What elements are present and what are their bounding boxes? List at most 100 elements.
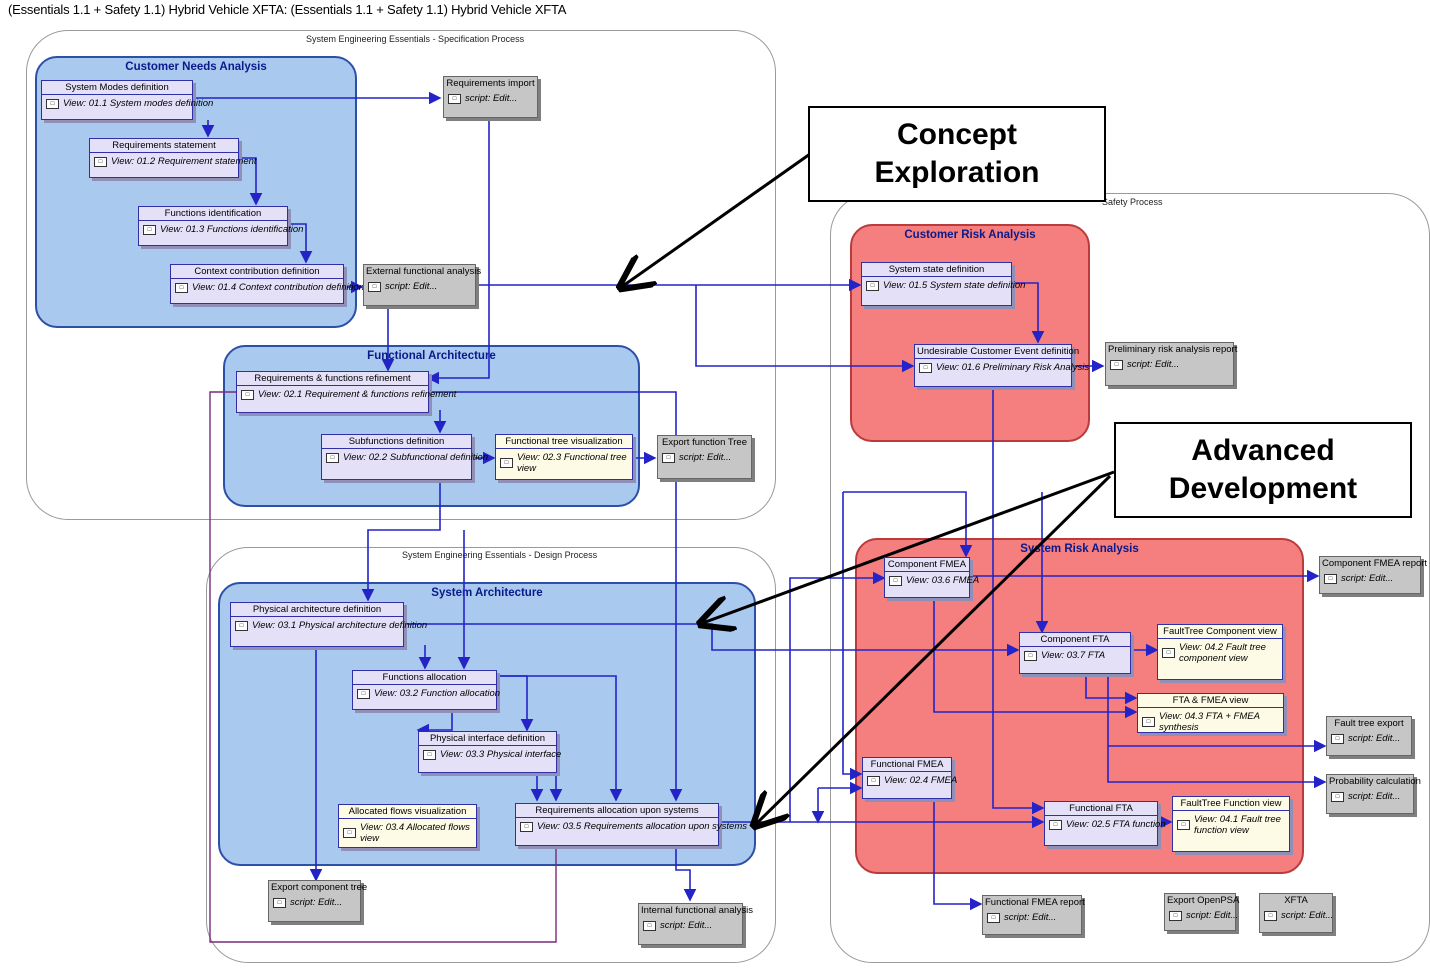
node-faulttree-component-view[interactable]: FaultTree Component view □View: 04.2 Fau… [1157,624,1283,680]
script-edit-link[interactable]: □script: Edit... [1320,571,1420,586]
node-system-state-definition[interactable]: System state definition □View: 01.5 Syst… [861,262,1025,306]
node-view-text: View: 01.2 Requirement statement [111,156,257,167]
node-functions-identification[interactable]: Functions identification □View: 01.3 Fun… [138,206,303,246]
node-view-text: View: 04.2 Fault tree component view [1179,642,1266,664]
node-view-link[interactable]: □View: 04.3 FTA + FMEA synthesis [1138,708,1283,736]
view-icon: □ [1177,820,1190,830]
node-subfunctions-definition[interactable]: Subfunctions definition □View: 02.2 Subf… [321,434,488,480]
node-faulttree-function-view[interactable]: FaultTree Function view □View: 04.1 Faul… [1172,796,1290,852]
script-edit-link[interactable]: □script: Edit... [444,91,537,106]
group-functional-architecture-label: Functional Architecture [367,350,496,362]
node-view-link[interactable]: □View: 03.6 FMEA [885,572,979,589]
node-view-link[interactable]: □View: 04.1 Fault tree function view [1173,811,1289,839]
node-title: Component FMEA [885,558,969,572]
script-body: script: Edit... [465,93,518,104]
node-view-text: View: 01.6 Preliminary Risk Analysis [936,362,1090,373]
node-view-link[interactable]: □View: 01.4 Context contribution definit… [171,279,364,296]
script-edit-link[interactable]: □script: Edit... [1327,731,1411,746]
node-view-link[interactable]: □View: 01.1 System modes definition [42,95,213,112]
wire [843,491,973,558]
node-view-link[interactable]: □View: 01.3 Functions identification [139,221,303,238]
callout-arrow-advanced-2 [754,474,1112,826]
node-view-link[interactable]: □View: 03.3 Physical interface [419,746,561,763]
node-title: Subfunctions definition [322,435,471,449]
node-allocated-flows-visualization[interactable]: Allocated flows visualization □View: 03.… [338,804,477,848]
node-context-contribution-definition[interactable]: Context contribution definition □View: 0… [170,264,364,304]
view-icon: □ [241,389,254,400]
callout-advanced-line2: Development [1168,472,1358,505]
node-view-link[interactable]: □ View: 01.2 Requirement statement [90,153,257,170]
node-title: FTA & FMEA view [1138,694,1283,708]
script-edit-link[interactable]: □script: Edit... [1106,357,1233,372]
view-icon: □ [500,458,513,468]
node-component-fta[interactable]: Component FTA □View: 03.7 FTA [1019,632,1131,674]
script-probability-calculation[interactable]: Probability calculation □script: Edit... [1326,774,1421,814]
node-view-link[interactable]: □View: 02.3 Functional tree view [496,449,632,477]
diagram-title: (Essentials 1.1 + Safety 1.1) Hybrid Veh… [8,2,567,17]
node-view-link[interactable]: □View: 03.7 FTA [1020,647,1130,664]
script-title: External functional analysis [366,266,482,277]
node-functional-fmea[interactable]: Functional FMEA □View: 02.4 FMEA [862,757,957,799]
node-functional-fta[interactable]: Functional FTA □View: 02.5 FTA function [1044,801,1166,846]
node-view-link[interactable]: □View: 04.2 Fault tree component view [1158,639,1282,667]
script-xfta[interactable]: XFTA □script: Edit... [1259,893,1333,933]
node-view-link[interactable]: □View: 02.2 Subfunctional definition [322,449,488,466]
node-title: Requirements statement [90,139,238,153]
script-requirements-import[interactable]: Requirements import □script: Edit... [443,76,538,118]
script-export-function-tree[interactable]: Export function Tree □script: Edit... [657,435,752,479]
group-customer-risk-analysis: Customer Risk Analysis [850,224,1090,442]
node-requirements-statement[interactable]: Requirements statement □ View: 01.2 Requi… [89,138,257,178]
script-external-functional-analysis[interactable]: External functional analysis □script: Ed… [363,264,482,306]
script-edit-link[interactable]: □script: Edit... [269,895,360,910]
node-physical-interface-definition[interactable]: Physical interface definition □View: 03.… [418,731,561,773]
node-functions-allocation[interactable]: Functions allocation □View: 03.2 Functio… [352,670,500,710]
node-component-fmea[interactable]: Component FMEA □View: 03.6 FMEA [884,557,979,598]
node-view-link[interactable]: □View: 01.6 Preliminary Risk Analysis [915,359,1089,376]
node-view-link[interactable]: □View: 03.1 Physical architecture defini… [231,617,427,634]
script-edit-link[interactable]: □script: Edit... [639,918,742,933]
script-title: XFTA [1284,895,1308,906]
node-view-link[interactable]: □View: 02.4 FMEA [863,772,957,789]
script-export-component-tree[interactable]: Export component tree □script: Edit... [268,880,367,922]
wire [361,480,441,602]
node-view-link[interactable]: □View: 03.5 Requirements allocation upon… [516,818,747,835]
group-system-architecture-label: System Architecture [431,587,543,599]
script-internal-functional-analysis[interactable]: Internal functional analysis □script: Ed… [638,903,753,945]
script-component-fmea-report[interactable]: Component FMEA report □script: Edit... [1319,556,1427,594]
view-icon: □ [175,282,188,293]
node-view-link[interactable]: □View: 03.2 Function allocation [353,685,500,702]
script-preliminary-risk-report[interactable]: Preliminary risk analysis report □script… [1105,342,1237,386]
script-edit-link[interactable]: □script: Edit... [364,279,475,294]
node-title: Component FTA [1020,633,1130,647]
node-undesirable-customer-event[interactable]: Undesirable Customer Event definition □V… [914,344,1089,387]
script-icon: □ [273,897,286,908]
node-view-link[interactable]: □View: 02.1 Requirement & functions refi… [237,386,456,403]
script-edit-link[interactable]: □script: Edit... [1165,908,1238,923]
wire [496,675,623,802]
node-fta-fmea-view[interactable]: FTA & FMEA view □View: 04.3 FTA + FMEA s… [1137,693,1284,733]
wire [933,798,983,911]
script-edit-link[interactable]: □script: Edit... [983,910,1081,925]
node-title: Physical interface definition [419,732,556,746]
view-icon: □ [1049,819,1062,830]
node-physical-architecture-definition[interactable]: Physical architecture definition □View: … [230,602,427,647]
wire [1107,746,1327,789]
script-edit-link[interactable]: □script: Edit... [1260,908,1333,923]
view-icon: □ [1142,717,1155,727]
script-edit-link[interactable]: □script: Edit... [658,450,751,465]
node-system-modes-definition[interactable]: System Modes definition □View: 01.1 Syst… [41,80,213,120]
node-view-link[interactable]: □View: 02.5 FTA function [1045,816,1166,833]
node-view-link[interactable]: □View: 03.4 Allocated flows view [339,819,476,847]
script-edit-link[interactable]: □script: Edit... [1327,789,1413,804]
wire [238,157,263,206]
view-icon: □ [94,156,107,167]
script-functional-fmea-report[interactable]: Functional FMEA report □script: Edit... [982,895,1085,935]
node-view-link[interactable]: □View: 01.5 System state definition [862,277,1025,294]
node-requirements-functions-refinement[interactable]: Requirements & functions refinement □Vie… [236,371,456,413]
script-fault-tree-export[interactable]: Fault tree export □script: Edit... [1326,716,1412,756]
script-export-openpsa[interactable]: Export OpenPSA □script: Edit... [1164,893,1239,931]
node-requirements-allocation-upon-systems[interactable]: Requirements allocation upon systems □Vi… [515,803,747,846]
node-functional-tree-visualization[interactable]: Functional tree visualization □View: 02.… [495,434,633,480]
group-customer-risk-label: Customer Risk Analysis [904,229,1036,241]
script-body: script: Edit... [1341,573,1394,584]
